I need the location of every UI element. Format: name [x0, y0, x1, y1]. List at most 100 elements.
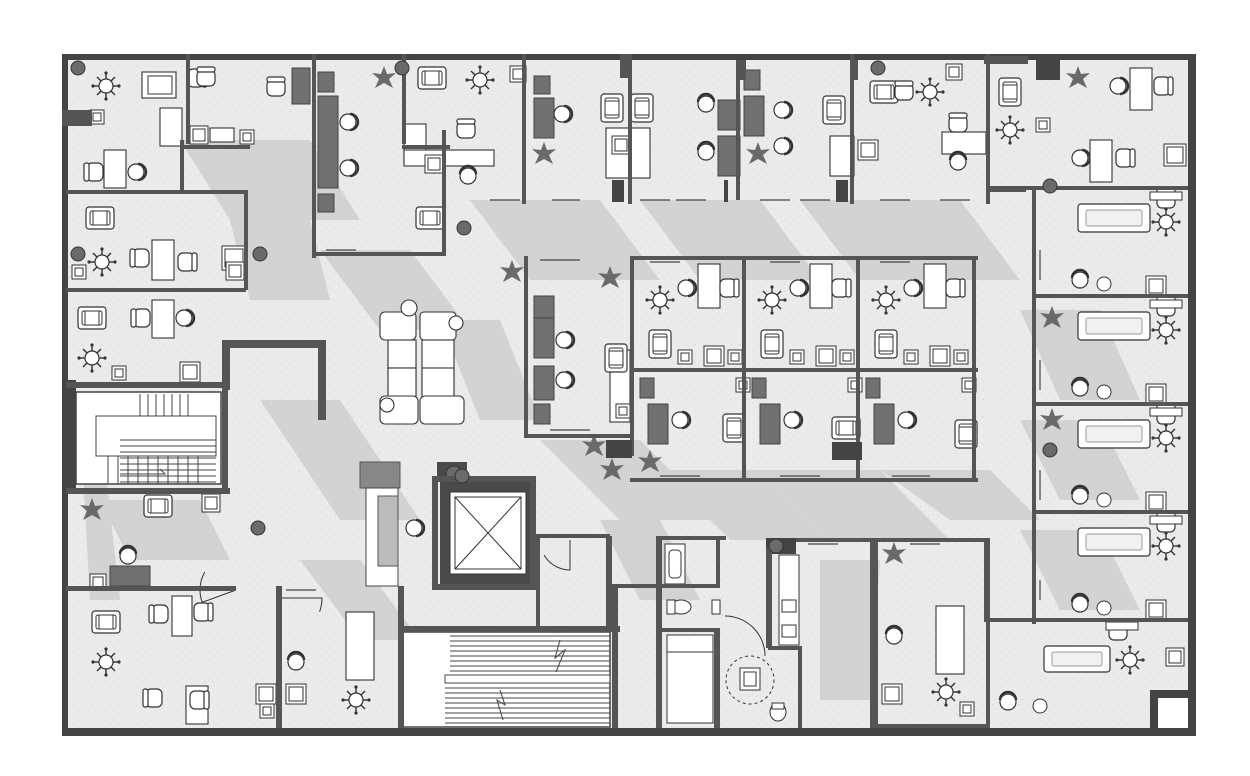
desk-icon	[209, 127, 235, 143]
wall	[656, 536, 726, 540]
stool	[1096, 492, 1112, 508]
storage-box	[1163, 143, 1187, 167]
storage-box	[1035, 117, 1051, 133]
wall-shelf	[1149, 191, 1183, 201]
restroom-block	[664, 543, 800, 724]
storage-box	[959, 701, 975, 717]
wall	[222, 340, 326, 348]
storage-box	[71, 264, 87, 280]
cabinet	[533, 317, 555, 359]
desk-icon	[151, 239, 175, 281]
wall-shelf	[1149, 407, 1183, 417]
wall	[180, 140, 184, 192]
wall	[66, 190, 246, 194]
shadow	[760, 470, 950, 540]
desk-icon	[171, 595, 193, 637]
column-icon	[1042, 442, 1058, 458]
core-layer	[75, 299, 800, 728]
storage-box	[1165, 647, 1185, 667]
wall	[186, 54, 190, 144]
wall	[1036, 56, 1060, 80]
storage-box-inner	[680, 352, 690, 362]
wall	[796, 538, 876, 542]
storage-box	[615, 403, 631, 419]
wall	[276, 586, 282, 728]
wall	[66, 382, 226, 388]
sofa-icon	[379, 299, 465, 425]
column-icon	[394, 60, 410, 76]
column-icon	[768, 538, 784, 554]
wall	[798, 646, 802, 728]
storage-box	[259, 703, 275, 719]
storage-box-inner	[962, 704, 972, 714]
cabinet	[109, 565, 151, 587]
wall	[612, 586, 618, 728]
storage-box-inner	[288, 686, 304, 702]
shadow	[880, 470, 1040, 520]
cabinet	[865, 377, 881, 399]
wall	[606, 440, 632, 458]
storage-box-inner	[932, 348, 948, 364]
storage-box-inner	[74, 267, 84, 277]
column-icon	[1042, 178, 1058, 194]
storage-box-inner	[618, 406, 628, 416]
wall	[524, 256, 528, 438]
stool	[1096, 276, 1112, 292]
wall	[832, 442, 862, 460]
cabinet	[759, 403, 781, 445]
wall	[876, 724, 986, 728]
storage-box-inner	[818, 348, 834, 364]
column-icon	[456, 220, 472, 236]
desk-icon	[345, 611, 375, 681]
wall	[524, 434, 634, 438]
shadow	[440, 320, 540, 420]
storage-box-inner	[427, 157, 441, 171]
wall	[244, 190, 248, 290]
storage-box-inner	[1148, 602, 1164, 618]
wall-shelf	[1105, 621, 1139, 631]
wall	[1032, 402, 1188, 406]
wall	[766, 548, 772, 648]
storage-box	[881, 683, 903, 705]
shadow	[470, 200, 660, 280]
storage-box-inner	[242, 132, 252, 142]
wall	[402, 54, 406, 144]
desk-icon	[151, 299, 175, 339]
wall	[630, 256, 978, 260]
wall	[768, 646, 802, 650]
cabinet	[533, 365, 555, 401]
column-icon	[870, 60, 886, 76]
stairwell-south	[401, 631, 611, 728]
wall	[312, 54, 316, 258]
storage-box-inner	[1148, 386, 1164, 402]
treatment-bed-pad	[1051, 651, 1103, 667]
stool	[1032, 698, 1048, 714]
storage-box-inner	[228, 264, 242, 278]
desk-icon	[159, 107, 183, 147]
wall	[986, 620, 990, 728]
wall	[630, 478, 978, 482]
reception-desk	[359, 461, 401, 587]
storage-box-inner	[258, 686, 274, 702]
storage-box-inner	[614, 138, 628, 152]
storage-box-inner	[192, 128, 206, 142]
wall	[972, 256, 976, 482]
wall	[536, 536, 540, 630]
storage-box-inner	[1148, 278, 1164, 294]
wall	[986, 54, 990, 204]
wall	[62, 110, 92, 126]
wall	[876, 538, 986, 542]
wall	[984, 538, 990, 622]
wall	[608, 584, 656, 588]
column-icon	[70, 60, 86, 76]
wall	[852, 60, 858, 80]
column-icon	[250, 520, 266, 536]
door-swing	[543, 540, 571, 571]
wall	[736, 60, 740, 200]
wall	[398, 586, 404, 728]
wall	[716, 536, 720, 586]
storage-box	[285, 683, 307, 705]
desk-icon	[697, 263, 721, 309]
sink-icon	[781, 624, 797, 638]
